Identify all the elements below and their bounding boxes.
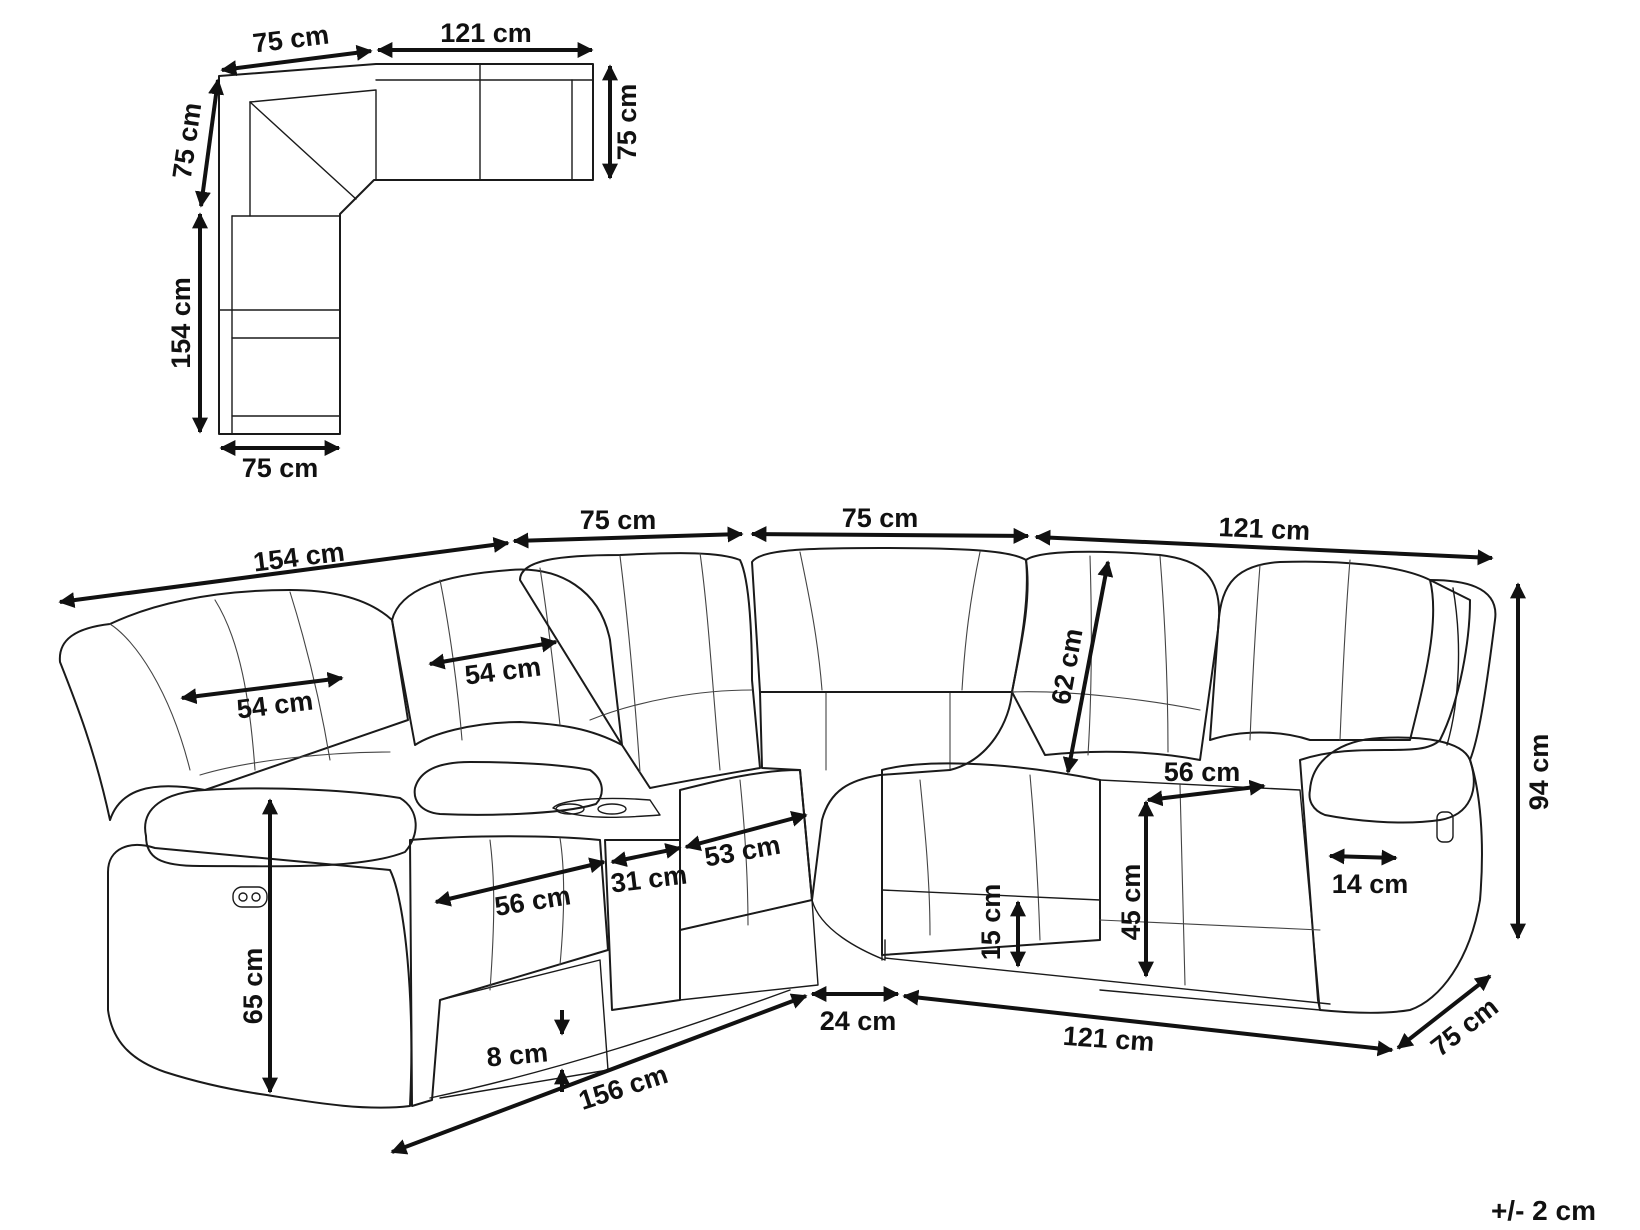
dim-base-corner: 24 cm: [810, 986, 900, 1036]
dim-top-mid-left: 75 cm: [512, 505, 744, 549]
corner-seat: [759, 691, 1013, 901]
seat-one: [409, 835, 609, 1107]
seat-height-label: 45 cm: [1116, 864, 1146, 941]
cushion-thickness-label: 15 cm: [976, 884, 1006, 961]
base-corner-label: 24 cm: [820, 1006, 897, 1036]
dim-seat-depth-left: 56 cm: [434, 857, 606, 922]
third-back: [519, 552, 761, 789]
base-right-label: 121 cm: [1062, 1021, 1155, 1057]
depth-right-label: 75 cm: [1425, 992, 1504, 1063]
plan-right-depth-label: 75 cm: [612, 84, 642, 161]
seat-width-third-label: 53 cm: [702, 830, 783, 873]
dim-seat-height: 45 cm: [1116, 800, 1154, 978]
dim-top-right: 121 cm: [1034, 512, 1494, 566]
dim-depth-right: 75 cm: [1396, 974, 1504, 1063]
dim-arm-width: 14 cm: [1328, 848, 1409, 899]
dim-overall-height: 94 cm: [1510, 582, 1554, 940]
dim-base-right: 121 cm: [902, 989, 1394, 1057]
console-width-label: 31 cm: [609, 860, 689, 899]
dim-seat-width-left: 54 cm: [180, 671, 344, 725]
left-recliner-back: [58, 589, 409, 821]
top-right-label: 121 cm: [1218, 512, 1311, 546]
overall-height-label: 94 cm: [1524, 734, 1554, 811]
main-dimensions: 154 cm 75 cm 75 cm 121 cm 54 cm 54 cm 56…: [58, 503, 1554, 1155]
top-mid-right-label: 75 cm: [842, 503, 919, 533]
arm-width-label: 14 cm: [1332, 869, 1409, 899]
dim-cushion-thickness: 15 cm: [976, 884, 1026, 968]
right-back-two: [1209, 560, 1435, 741]
dim-backrest-height: 62 cm: [1046, 560, 1114, 774]
plan-left-corner-label: 75 cm: [167, 101, 207, 181]
sofa-perspective: [58, 547, 1497, 1109]
plan-dim-bottom-width: 75 cm: [219, 440, 341, 483]
top-mid-left-label: 75 cm: [580, 505, 657, 535]
dim-top-mid-right: 75 cm: [750, 503, 1030, 544]
cup-holder-icon: [555, 803, 585, 815]
dim-seat-width-right: 56 cm: [1146, 757, 1266, 807]
ground-clearance-label: 8 cm: [485, 1037, 549, 1072]
dim-console-width: 31 cm: [609, 843, 689, 899]
plan-dim-left-corner: 75 cm: [167, 78, 225, 208]
right-back-one: [1011, 550, 1221, 761]
console: [413, 761, 603, 816]
plan-top-depth-label: 75 cm: [251, 20, 331, 59]
plan-outline: [218, 63, 594, 435]
plan-left-length-label: 154 cm: [166, 277, 196, 369]
dim-overall-left: 154 cm: [58, 537, 510, 609]
recline-button-icon: [232, 886, 268, 908]
plan-dim-top-depth: 75 cm: [220, 20, 373, 77]
plan-dim-right-depth: 75 cm: [602, 64, 642, 180]
plan-dim-top-width: 121 cm: [376, 18, 594, 58]
recline-button-icon: [1436, 811, 1454, 843]
plan-top-width-label: 121 cm: [440, 18, 532, 48]
corner-back: [751, 547, 1029, 693]
base-left-label: 156 cm: [575, 1059, 671, 1116]
dim-seat-width-second: 54 cm: [428, 636, 558, 691]
left-armrest: [144, 787, 417, 868]
dim-arm-height: 65 cm: [238, 798, 278, 1094]
right-armrest: [1308, 736, 1475, 824]
overall-left-label: 154 cm: [252, 537, 347, 578]
dim-seat-width-third: 53 cm: [684, 810, 808, 873]
cup-holder-icon: [597, 803, 627, 815]
arm-height-label: 65 cm: [238, 948, 268, 1025]
tolerance-note: +/- 2 cm: [1491, 1195, 1596, 1226]
plan-bottom-width-label: 75 cm: [242, 453, 319, 483]
plan-view: 75 cm 121 cm 75 cm 75 cm 154 cm 75 cm: [166, 18, 642, 483]
plan-dim-left-length: 154 cm: [166, 212, 208, 434]
seat-width-right-label: 56 cm: [1164, 757, 1241, 787]
dim-base-left: 156 cm: [390, 993, 808, 1155]
